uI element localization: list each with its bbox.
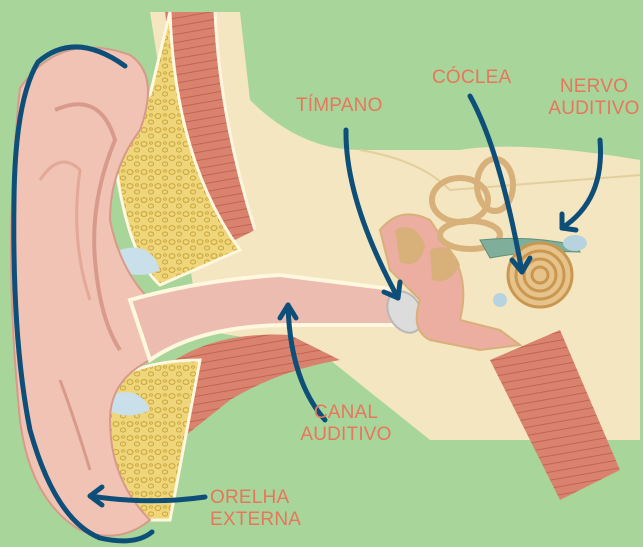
label-timpano: TÍMPANO — [296, 95, 383, 117]
label-canal-auditivo-line1: CANAL — [298, 402, 394, 424]
label-timpano-text: TÍMPANO — [296, 95, 383, 117]
label-nervo-auditivo-line2: AUDITIVO — [546, 98, 642, 120]
label-coclea: CÓCLEA — [432, 67, 511, 89]
label-nervo-auditivo-line1: NERVO — [546, 76, 642, 98]
label-nervo-auditivo: NERVO AUDITIVO — [546, 76, 642, 120]
label-coclea-text: CÓCLEA — [432, 67, 511, 89]
label-orelha-externa: ORELHA EXTERNA — [210, 487, 301, 531]
label-orelha-externa-line2: EXTERNA — [210, 509, 301, 531]
label-canal-auditivo: CANAL AUDITIVO — [298, 402, 394, 446]
label-canal-auditivo-line2: AUDITIVO — [298, 424, 394, 446]
label-orelha-externa-line1: ORELHA — [210, 487, 301, 509]
